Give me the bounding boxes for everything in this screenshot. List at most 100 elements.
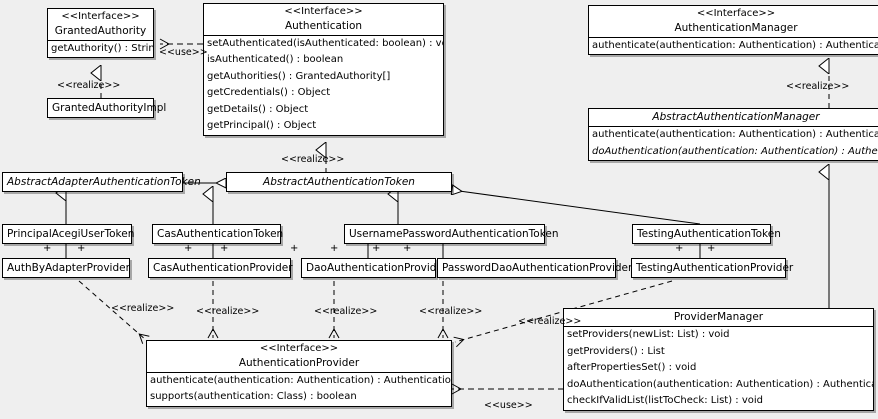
class-dao-authentication-provider[interactable]: DaoAuthenticationProvider <box>301 258 448 279</box>
multiplicity-plus: + <box>372 243 381 254</box>
operation: setAuthenticated(isAuthenticated: boolea… <box>207 37 443 49</box>
class-header: <<Interface>> AuthenticationProvider <box>147 341 451 372</box>
class-name: AuthByAdapterProvider <box>7 262 130 274</box>
operations-compartment: setProviders(newList: List) : void getPr… <box>564 326 873 410</box>
class-granted-authority-impl[interactable]: GrantedAuthorityImpl <box>47 98 167 119</box>
class-cas-authentication-provider[interactable]: CasAuthenticationProvider <box>148 258 293 279</box>
operation: getPrincipal() : Object <box>207 120 317 132</box>
class-username-password-authentication-token[interactable]: UsernamePasswordAuthenticationToken <box>344 224 559 245</box>
class-name: AbstractAuthenticationManager <box>652 111 820 123</box>
class-header: <<Interface>> GrantedAuthority <box>48 9 153 40</box>
class-authentication-provider[interactable]: <<Interface>> AuthenticationProvider aut… <box>146 340 452 407</box>
multiplicity-plus: + <box>290 243 299 254</box>
label-realize-daoauthenticationprovider: <<realize>> <box>314 306 378 317</box>
class-name: GrantedAuthorityImpl <box>52 102 167 114</box>
class-name: CasAuthenticationToken <box>157 228 284 240</box>
class-header: AbstractAuthenticationManager <box>589 109 878 126</box>
class-header: AbstractAuthenticationToken <box>227 173 451 191</box>
class-authentication[interactable]: <<Interface>> Authentication setAuthenti… <box>203 3 444 136</box>
class-name: Authentication <box>284 19 363 32</box>
class-name: GrantedAuthority <box>54 24 147 37</box>
multiplicity-plus: + <box>220 243 229 254</box>
class-header: PrincipalAcegiUserToken <box>3 225 135 243</box>
class-principal-acegi-user-token[interactable]: PrincipalAcegiUserToken <box>2 224 135 245</box>
operations-compartment: authenticate(authentication: Authenticat… <box>589 36 878 55</box>
operation: supports(authentication: Class) : boolea… <box>150 391 357 403</box>
multiplicity-plus: + <box>184 243 193 254</box>
stereotype-label: <<Interface>> <box>696 8 776 19</box>
multiplicity-plus: + <box>675 243 684 254</box>
class-header: CasAuthenticationProvider <box>149 259 293 277</box>
stereotype-label: <<Interface>> <box>61 11 140 22</box>
class-header: AbstractAdapterAuthenticationToken <box>3 173 201 191</box>
operations-compartment: authenticate(authentication: Authenticat… <box>147 371 451 406</box>
operation: getAuthority() : String <box>51 42 153 54</box>
label-realize-authbyadapterprovider: <<realize>> <box>111 303 175 314</box>
class-name: AuthenticationProvider <box>238 356 360 369</box>
operation: setProviders(newList: List) : void <box>567 329 730 341</box>
class-testing-authentication-token[interactable]: TestingAuthenticationToken <box>632 224 781 245</box>
class-testing-authentication-provider[interactable]: TestingAuthenticationProvider <box>631 258 794 279</box>
class-name: DaoAuthenticationProvider <box>306 262 448 274</box>
class-cas-authentication-token[interactable]: CasAuthenticationToken <box>152 224 284 245</box>
label-use-authentication-grantedauthority: <<use>> <box>159 47 208 58</box>
class-header: GrantedAuthorityImpl <box>48 99 167 117</box>
operation: doAuthentication(authentication: Authent… <box>567 378 873 390</box>
class-name: CasAuthenticationProvider <box>153 262 293 274</box>
class-name: TestingAuthenticationProvider <box>636 262 794 274</box>
class-abstract-authentication-manager[interactable]: AbstractAuthenticationManager authentica… <box>588 108 878 162</box>
operations-compartment: authenticate(authentication: Authenticat… <box>589 126 878 160</box>
class-auth-by-adapter-provider[interactable]: AuthByAdapterProvider <box>2 258 130 279</box>
multiplicity-plus: + <box>403 243 412 254</box>
operation: isAuthenticated() : boolean <box>207 54 344 66</box>
class-header: <<Interface>> Authentication <box>204 4 443 35</box>
class-abstract-authentication-token[interactable]: AbstractAuthenticationToken <box>226 172 452 193</box>
class-abstract-adapter-authentication-token[interactable]: AbstractAdapterAuthenticationToken <box>2 172 201 193</box>
class-granted-authority[interactable]: <<Interface>> GrantedAuthority getAuthor… <box>47 8 154 59</box>
operation: checkIfValidList(listToCheck: List) : vo… <box>567 395 764 407</box>
operation: authenticate(authentication: Authenticat… <box>150 374 451 386</box>
class-name: AbstractAuthenticationToken <box>263 176 415 188</box>
class-header: ProviderManager <box>564 309 873 326</box>
operations-compartment: setAuthenticated(isAuthenticated: boolea… <box>204 34 443 135</box>
stereotype-label: <<Interface>> <box>259 343 339 354</box>
class-header: DaoAuthenticationProvider <box>302 259 448 277</box>
class-header: AuthByAdapterProvider <box>3 259 130 277</box>
multiplicity-plus: + <box>707 243 716 254</box>
class-header: TestingAuthenticationProvider <box>632 259 794 277</box>
class-name: ProviderManager <box>673 311 764 323</box>
operation: authenticate(authentication: Authenticat… <box>592 129 878 141</box>
operation: authenticate(authentication: Authenticat… <box>592 39 878 51</box>
operation: getCredentials() : Object <box>207 87 331 99</box>
operations-compartment: getAuthority() : String <box>48 39 153 58</box>
class-name: AuthenticationManager <box>674 21 798 34</box>
class-header: CasAuthenticationToken <box>153 225 284 243</box>
class-name: UsernamePasswordAuthenticationToken <box>349 228 559 240</box>
operation: getAuthorities() : GrantedAuthority[] <box>207 70 391 82</box>
class-provider-manager[interactable]: ProviderManager setProviders(newList: Li… <box>563 308 874 411</box>
stereotype-label: <<Interface>> <box>284 6 363 17</box>
class-header: <<Interface>> AuthenticationManager <box>589 6 878 37</box>
class-header: PasswordDaoAuthenticationProvider <box>438 259 633 277</box>
class-name: TestingAuthenticationToken <box>637 228 781 240</box>
class-name: AbstractAdapterAuthenticationToken <box>7 176 201 188</box>
class-name: PasswordDaoAuthenticationProvider <box>442 262 633 274</box>
label-realize-abstractmanager-manager: <<realize>> <box>786 81 850 92</box>
multiplicity-plus: + <box>77 243 86 254</box>
multiplicity-plus: + <box>330 243 339 254</box>
operation: getDetails() : Object <box>207 103 309 115</box>
label-realize-grantedauthorityimpl: <<realize>> <box>57 80 121 91</box>
label-realize-casauthenticationprovider: <<realize>> <box>196 306 260 317</box>
label-realize-abstracttoken-authentication: <<realize>> <box>281 154 345 165</box>
class-name: PrincipalAcegiUserToken <box>7 228 135 240</box>
class-header: UsernamePasswordAuthenticationToken <box>345 225 559 243</box>
multiplicity-plus: + <box>43 243 52 254</box>
class-authentication-manager[interactable]: <<Interface>> AuthenticationManager auth… <box>588 5 878 56</box>
class-password-dao-authentication-provider[interactable]: PasswordDaoAuthenticationProvider <box>437 258 633 279</box>
operation: doAuthentication(authentication: Authent… <box>592 145 878 157</box>
class-header: TestingAuthenticationToken <box>633 225 781 243</box>
label-realize-passworddaoauthenticationprovider: <<realize>> <box>419 306 483 317</box>
operation: afterPropertiesSet() : void <box>567 362 697 374</box>
label-use-providermanager-authenticationprovider: <<use>> <box>484 400 533 411</box>
